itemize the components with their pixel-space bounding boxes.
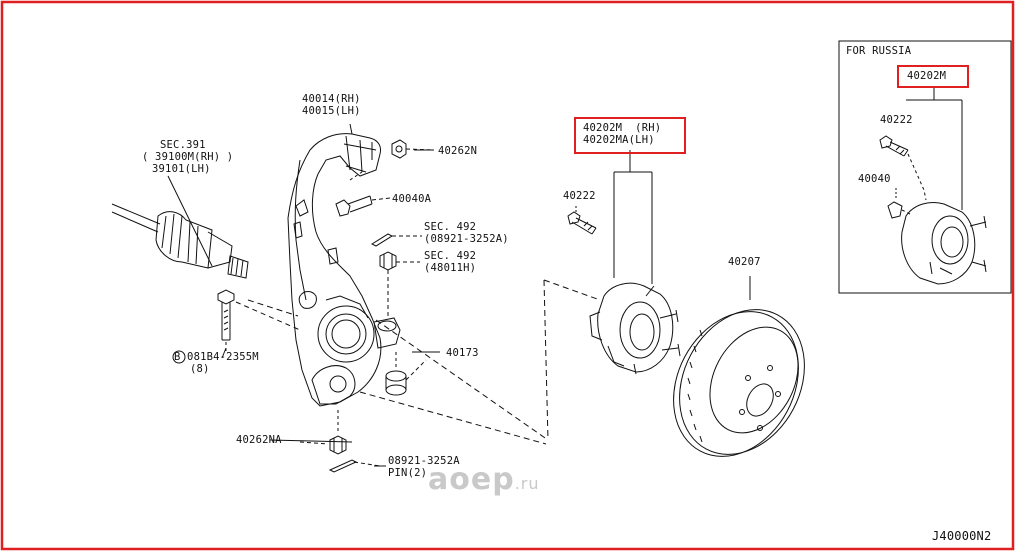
- bolt-top-label[interactable]: 40040A: [392, 193, 432, 205]
- hub-lh-label[interactable]: 40202MA(LH): [583, 134, 655, 146]
- inset-hub-drawing: [879, 86, 987, 285]
- inset-part-label[interactable]: 40202M: [907, 70, 947, 82]
- hub-bolt-label[interactable]: 40222: [563, 190, 596, 202]
- watermark-brand: aoep: [428, 462, 515, 497]
- nut-top-drawing: [391, 139, 435, 159]
- sec492-b-part[interactable]: (48011H): [424, 262, 477, 274]
- bolt-top-drawing: [335, 171, 391, 217]
- inset-nut-label[interactable]: 40040: [858, 173, 891, 185]
- watermark-tld: .ru: [514, 474, 540, 493]
- assembly-lines: [247, 279, 601, 445]
- hub-bolt-drawing: [567, 206, 597, 235]
- rotor-drawing: [673, 276, 805, 457]
- drive-shaft-lh-label[interactable]: 39101(LH): [152, 163, 211, 175]
- diagram-code: J40000N2: [932, 529, 992, 543]
- cotter-pin-top-drawing: [370, 233, 422, 247]
- bolt-bottom-qty: (8): [190, 363, 210, 375]
- sec492-b-label[interactable]: SEC. 492: [424, 250, 477, 262]
- sec492-a-label[interactable]: SEC. 492: [424, 221, 477, 233]
- leader-lines: [167, 123, 440, 467]
- knuckle-drawing: [287, 133, 401, 407]
- knuckle-rh-label[interactable]: 40014(RH): [302, 93, 361, 105]
- bushing-label[interactable]: 40173: [446, 347, 479, 359]
- castle-nut-drawing: [379, 251, 420, 316]
- watermark-logo: aoep.ru: [428, 462, 540, 497]
- rotor-label[interactable]: 40207: [728, 256, 761, 268]
- nut-bottom-label[interactable]: 40262NA: [236, 434, 282, 446]
- inset-title: FOR RUSSIA: [846, 45, 912, 57]
- bolt-bottom-label[interactable]: B 081B4-2355M: [174, 351, 259, 363]
- drive-shaft-rh-label[interactable]: ( 39100M(RH) ): [142, 151, 234, 163]
- drive-shaft-sec-label[interactable]: SEC.391: [160, 139, 206, 151]
- bolt-bottom-drawing: [217, 289, 301, 352]
- bushing-drawing: [385, 352, 427, 396]
- knuckle-lh-label[interactable]: 40015(LH): [302, 105, 361, 117]
- nut-bottom-drawing: [299, 410, 347, 455]
- drive-shaft-rh-text: 39100M(RH): [155, 151, 221, 163]
- nut-top-label[interactable]: 40262N: [438, 145, 478, 157]
- pin-bottom-drawing: [328, 459, 381, 473]
- drive-shaft-drawing: [111, 203, 249, 279]
- circled-b-marker: [172, 350, 186, 364]
- pin-bottom-qty: PIN(2): [388, 467, 428, 479]
- sec492-a-part[interactable]: (08921-3252A): [424, 233, 509, 245]
- hub-rh-label[interactable]: 40202M (RH): [583, 122, 662, 134]
- inset-part-highlight: [897, 65, 969, 88]
- inset-box: [838, 40, 1012, 294]
- pin-bottom-label[interactable]: 08921-3252A: [388, 455, 460, 467]
- hub-drawing: [589, 150, 681, 375]
- inset-bolt-label[interactable]: 40222: [880, 114, 913, 126]
- hub-part-highlight: [574, 117, 686, 154]
